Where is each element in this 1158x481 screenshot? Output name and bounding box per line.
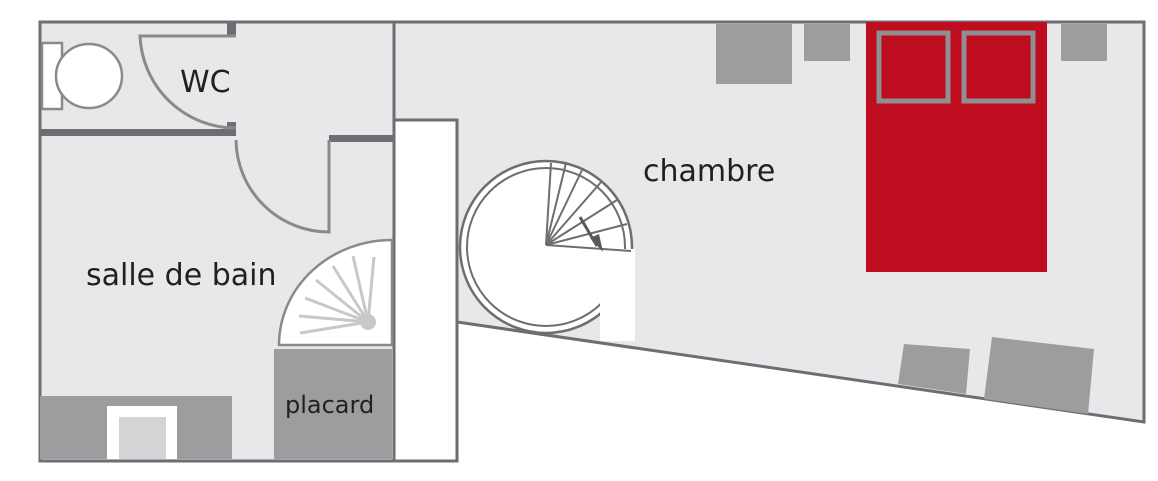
closet [274,349,392,459]
shower-icon [277,238,394,347]
furniture-block [1061,24,1107,61]
spiral-staircase-icon [458,159,635,341]
furniture-block [716,24,792,84]
wc-door-swing [138,34,237,130]
wall-stub [329,135,394,142]
furniture-block [898,344,970,394]
sink-icon [40,396,232,459]
bed-icon [866,22,1047,272]
room-label-closet: placard [285,391,374,419]
furniture-block [804,24,850,61]
wall-wc-bathroom [40,129,236,136]
bathroom-door-swing [234,139,331,234]
door-jamb-top [227,22,236,36]
room-label-bedroom: chambre [643,154,775,189]
furniture-block [984,337,1094,414]
wall-pillar [392,118,459,463]
toilet-icon [40,41,124,111]
room-label-wc: WC [180,65,231,100]
room-label-bathroom: salle de bain [86,258,277,293]
